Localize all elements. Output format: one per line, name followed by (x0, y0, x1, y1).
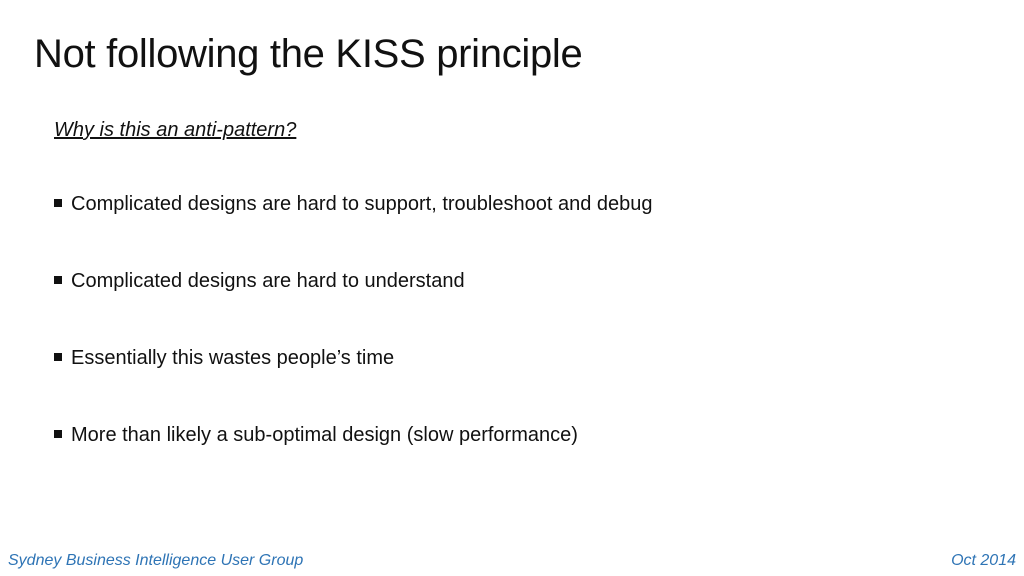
square-bullet-icon (54, 430, 62, 438)
slide-title: Not following the KISS principle (34, 32, 583, 76)
bullet-item: Complicated designs are hard to support,… (54, 190, 653, 218)
slide-subheading: Why is this an anti-pattern? (54, 119, 297, 141)
footer-organization: Sydney Business Intelligence User Group (8, 552, 304, 569)
bullet-list: Complicated designs are hard to support,… (54, 190, 653, 498)
bullet-text: Complicated designs are hard to support,… (71, 193, 653, 215)
bullet-text: Essentially this wastes people’s time (71, 347, 395, 369)
bullet-text: More than likely a sub-optimal design (s… (71, 424, 578, 446)
square-bullet-icon (54, 353, 62, 361)
square-bullet-icon (54, 276, 62, 284)
bullet-item: Complicated designs are hard to understa… (54, 267, 653, 295)
square-bullet-icon (54, 199, 62, 207)
bullet-item: Essentially this wastes people’s time (54, 344, 653, 372)
footer-date: Oct 2014 (951, 552, 1016, 569)
bullet-text: Complicated designs are hard to understa… (71, 270, 465, 292)
bullet-item: More than likely a sub-optimal design (s… (54, 421, 653, 449)
